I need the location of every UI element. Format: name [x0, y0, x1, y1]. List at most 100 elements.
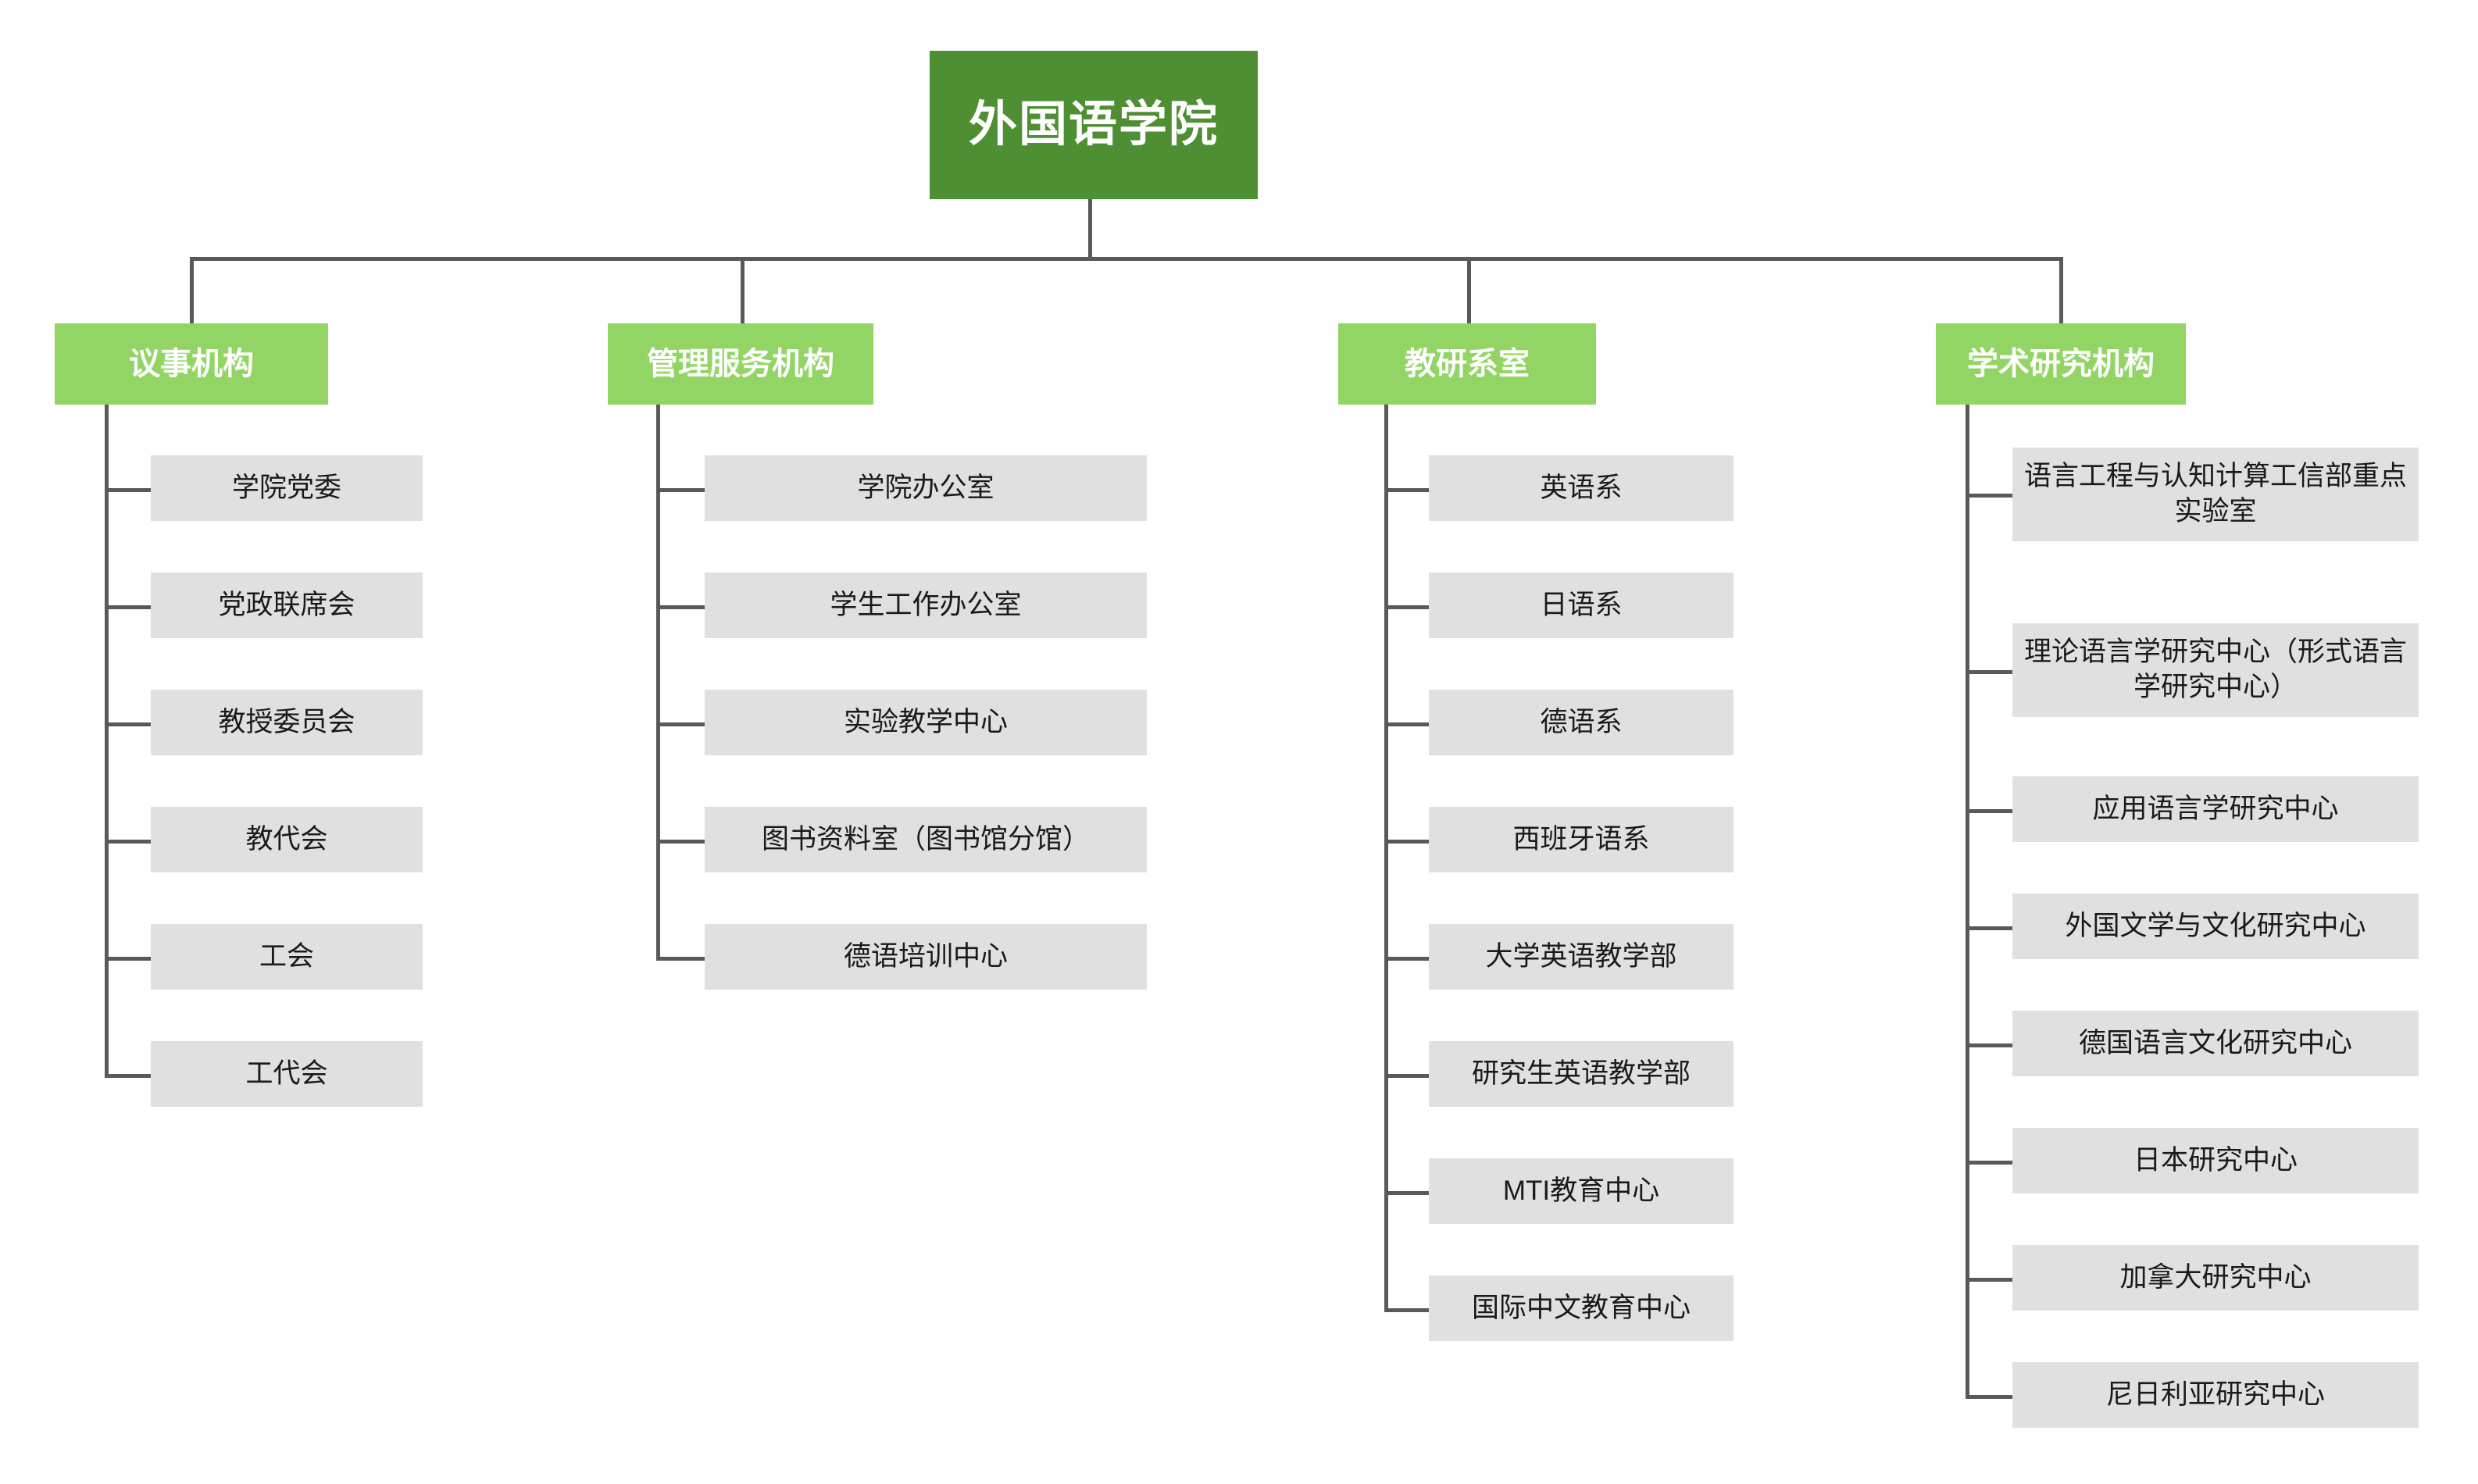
- leaf-node-3-5-label: 大学英语教学部: [1485, 940, 1677, 972]
- category-3-stub-connector-4: [1384, 840, 1429, 844]
- category-1-stub-connector-5: [105, 957, 151, 961]
- category-3-stub-connector-2: [1384, 605, 1429, 609]
- leaf-node-2-2[interactable]: 学生工作办公室: [705, 573, 1147, 638]
- leaf-node-2-1[interactable]: 学院办公室: [705, 455, 1147, 521]
- category-3-stub-connector-1: [1384, 488, 1429, 492]
- leaf-node-2-4-label: 图书资料室（图书馆分馆）: [761, 823, 1090, 854]
- leaf-node-3-5[interactable]: 大学英语教学部: [1429, 924, 1734, 990]
- category-bus-connector: [190, 257, 2063, 261]
- leaf-node-4-6[interactable]: 日本研究中心: [2012, 1128, 2419, 1193]
- leaf-node-2-4[interactable]: 图书资料室（图书馆分馆）: [705, 807, 1147, 872]
- leaf-node-3-2[interactable]: 日语系: [1429, 573, 1734, 638]
- leaf-node-4-2[interactable]: 理论语言学研究中心（形式语言学研究中心）: [2012, 623, 2419, 717]
- leaf-node-1-3-label: 教授委员会: [218, 706, 355, 737]
- category-node-4-label: 学术研究机构: [1967, 347, 2155, 381]
- category-4-stub-connector-1: [1966, 494, 2012, 498]
- category-2-stub-connector-4: [656, 840, 705, 844]
- category-2-stub-connector-1: [656, 488, 705, 492]
- category-node-4[interactable]: 学术研究机构: [1936, 323, 2186, 405]
- root-trunk-connector: [1088, 199, 1092, 261]
- category-2-stub-connector-2: [656, 605, 705, 609]
- leaf-node-4-2-label: 理论语言学研究中心（形式语言学研究中心）: [2023, 637, 2407, 702]
- leaf-node-2-2-label: 学生工作办公室: [830, 589, 1022, 620]
- category-4-stub-connector-2: [1966, 670, 2012, 674]
- leaf-node-3-4-label: 西班牙语系: [1512, 823, 1650, 854]
- leaf-node-1-4[interactable]: 教代会: [151, 807, 423, 872]
- leaf-node-4-8-label: 尼日利亚研究中心: [2105, 1379, 2325, 1410]
- category-3-stub-connector-5: [1384, 957, 1429, 961]
- leaf-node-3-7[interactable]: MTI教育中心: [1429, 1158, 1734, 1224]
- leaf-node-4-6-label: 日本研究中心: [2133, 1144, 2298, 1175]
- leaf-node-2-5[interactable]: 德语培训中心: [705, 924, 1147, 990]
- leaf-node-4-4-label: 外国文学与文化研究中心: [2065, 910, 2366, 941]
- leaf-node-4-7-label: 加拿大研究中心: [2119, 1261, 2312, 1293]
- category-1-stub-connector-3: [105, 722, 151, 726]
- leaf-node-4-3[interactable]: 应用语言学研究中心: [2012, 776, 2419, 842]
- leaf-node-4-7[interactable]: 加拿大研究中心: [2012, 1245, 2419, 1311]
- leaf-node-3-3-label: 德语系: [1540, 706, 1623, 737]
- leaf-node-3-1-label: 英语系: [1540, 472, 1623, 503]
- leaf-node-1-3[interactable]: 教授委员会: [151, 690, 423, 755]
- category-node-2[interactable]: 管理服务机构: [608, 323, 873, 405]
- leaf-node-4-8[interactable]: 尼日利亚研究中心: [2012, 1362, 2419, 1428]
- category-node-3[interactable]: 教研系室: [1338, 323, 1596, 405]
- leaf-node-1-5-label: 工会: [259, 940, 314, 972]
- leaf-node-3-3[interactable]: 德语系: [1429, 690, 1734, 755]
- category-2-stub-connector-5: [656, 957, 705, 961]
- category-4-stub-connector-4: [1966, 926, 2012, 930]
- category-4-spine-connector: [1966, 405, 1969, 1397]
- leaf-node-1-1[interactable]: 学院党委: [151, 455, 423, 521]
- category-drop-connector-1: [190, 257, 194, 325]
- leaf-node-3-6-label: 研究生英语教学部: [1471, 1058, 1691, 1089]
- leaf-node-4-3-label: 应用语言学研究中心: [2092, 793, 2339, 824]
- leaf-node-2-3[interactable]: 实验教学中心: [705, 690, 1147, 755]
- leaf-node-4-1[interactable]: 语言工程与认知计算工信部重点实验室: [2012, 448, 2419, 541]
- category-2-spine-connector: [656, 405, 660, 960]
- category-3-stub-connector-3: [1384, 722, 1429, 726]
- leaf-node-4-5-label: 德国语言文化研究中心: [2078, 1027, 2352, 1058]
- leaf-node-3-8[interactable]: 国际中文教育中心: [1429, 1275, 1734, 1341]
- root-node-label: 外国语学院: [968, 98, 1219, 152]
- leaf-node-3-8-label: 国际中文教育中心: [1471, 1292, 1691, 1323]
- leaf-node-1-4-label: 教代会: [245, 823, 328, 854]
- category-1-stub-connector-6: [105, 1074, 151, 1078]
- category-node-3-label: 教研系室: [1405, 347, 1530, 381]
- leaf-node-3-2-label: 日语系: [1540, 589, 1623, 620]
- root-node-school[interactable]: 外国语学院: [930, 51, 1258, 199]
- category-1-stub-connector-4: [105, 840, 151, 844]
- leaf-node-1-6-label: 工代会: [245, 1058, 328, 1089]
- leaf-node-1-5[interactable]: 工会: [151, 924, 423, 990]
- category-4-stub-connector-6: [1966, 1161, 2012, 1165]
- category-1-stub-connector-1: [105, 488, 151, 492]
- category-4-stub-connector-5: [1966, 1043, 2012, 1047]
- leaf-node-1-2-label: 党政联席会: [218, 589, 355, 620]
- category-1-spine-connector: [105, 405, 109, 1077]
- leaf-node-3-4[interactable]: 西班牙语系: [1429, 807, 1734, 872]
- leaf-node-3-6[interactable]: 研究生英语教学部: [1429, 1041, 1734, 1107]
- category-drop-connector-4: [2059, 257, 2063, 325]
- leaf-node-3-7-label: MTI教育中心: [1502, 1175, 1660, 1206]
- leaf-node-4-5[interactable]: 德国语言文化研究中心: [2012, 1011, 2419, 1076]
- category-drop-connector-2: [741, 257, 744, 325]
- category-4-stub-connector-3: [1966, 809, 2012, 813]
- leaf-node-4-4[interactable]: 外国文学与文化研究中心: [2012, 894, 2419, 959]
- category-2-stub-connector-3: [656, 722, 705, 726]
- category-3-stub-connector-7: [1384, 1191, 1429, 1195]
- category-drop-connector-3: [1467, 257, 1471, 325]
- category-4-stub-connector-8: [1966, 1395, 2012, 1399]
- category-4-stub-connector-7: [1966, 1278, 2012, 1282]
- category-node-1-label: 议事机构: [129, 347, 254, 381]
- category-node-1[interactable]: 议事机构: [55, 323, 328, 405]
- category-3-stub-connector-6: [1384, 1074, 1429, 1078]
- category-3-spine-connector: [1384, 405, 1388, 1311]
- leaf-node-2-3-label: 实验教学中心: [843, 706, 1008, 737]
- leaf-node-1-6[interactable]: 工代会: [151, 1041, 423, 1107]
- leaf-node-3-1[interactable]: 英语系: [1429, 455, 1734, 521]
- category-node-2-label: 管理服务机构: [647, 347, 834, 381]
- leaf-node-4-1-label: 语言工程与认知计算工信部重点实验室: [2023, 461, 2407, 526]
- leaf-node-2-1-label: 学院办公室: [857, 472, 994, 503]
- category-1-stub-connector-2: [105, 605, 151, 609]
- leaf-node-1-2[interactable]: 党政联席会: [151, 573, 423, 638]
- category-3-stub-connector-8: [1384, 1308, 1429, 1312]
